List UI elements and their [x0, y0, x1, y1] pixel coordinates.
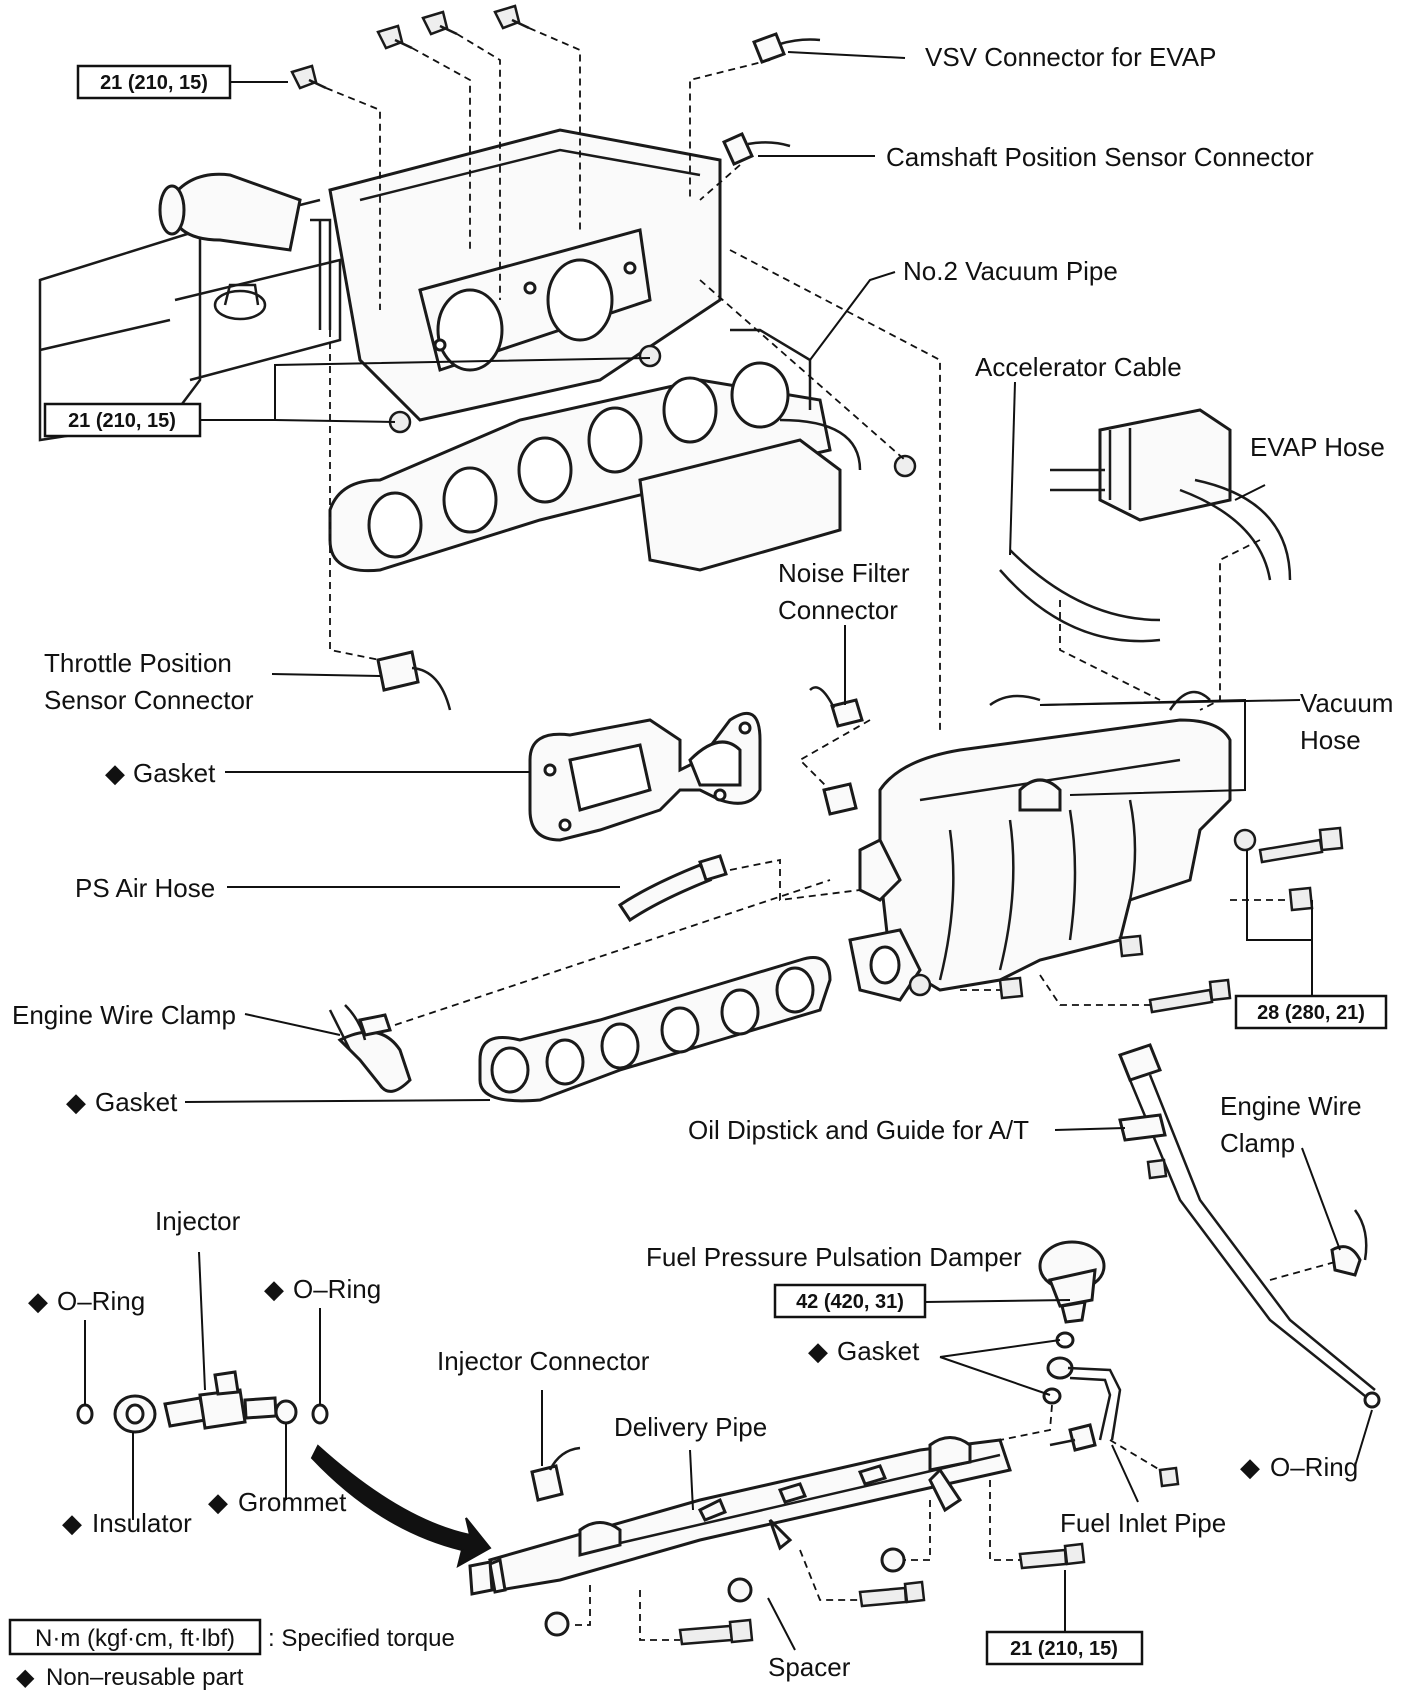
nonreusable-mark: ◆: [105, 758, 125, 788]
fuel-damper-part: [999, 1240, 1180, 1488]
air-intake-chamber: [158, 128, 722, 422]
label-vacuum-hose-line2: Hose: [1300, 725, 1361, 755]
nonreusable-mark: ◆: [1240, 1452, 1260, 1482]
nonreusable-mark: ◆: [264, 1274, 284, 1304]
torque-box-damper: 42 (420, 31): [773, 1283, 927, 1319]
torque-value: 21 (210, 15): [68, 410, 176, 432]
label-throttle-sensor-line1: Throttle Position: [44, 648, 232, 678]
torque-box-right: 28 (280, 21): [1234, 994, 1388, 1030]
noise-filter-connector-part: [798, 686, 871, 816]
label-delivery-pipe: Delivery Pipe: [614, 1412, 767, 1442]
injector-group: [76, 1370, 329, 1434]
assembly-direction-arrow: [310, 1444, 492, 1569]
oil-dipstick-part: [1118, 1043, 1381, 1409]
torque-box-mid-left: 21 (210, 15): [43, 402, 202, 438]
label-engine-wire-clamp-left: Engine Wire Clamp: [12, 1000, 236, 1030]
label-engine-wire-clamp-right-line2: Clamp: [1220, 1128, 1295, 1158]
label-grommet: Grommet: [238, 1487, 347, 1517]
label-ps-air-hose: PS Air Hose: [75, 873, 215, 903]
leader-lines: [84, 51, 1373, 1651]
label-spacer: Spacer: [768, 1652, 851, 1682]
legend-torque-unit: N·m (kgf·cm, ft·lbf): [35, 1625, 235, 1652]
legend: N·m (kgf·cm, ft·lbf) : Specified torque …: [8, 1618, 455, 1691]
label-gasket-upper: Gasket: [133, 758, 216, 788]
label-gasket-lower: Gasket: [95, 1087, 178, 1117]
label-noise-filter-line2: Connector: [778, 595, 898, 625]
label-injector-connector: Injector Connector: [437, 1346, 650, 1376]
camshaft-sensor-connector-part: [722, 132, 791, 166]
throttle-sensor-connector-part: [376, 650, 452, 711]
label-injector: Injector: [155, 1206, 241, 1236]
accelerator-cable-bracket: [999, 408, 1292, 711]
torque-box-bottom: 21 (210, 15): [985, 1630, 1144, 1666]
upper-guides: [325, 27, 941, 730]
vsv-connector-part: [752, 32, 821, 64]
delivery-pipe-part: [468, 1436, 1012, 1596]
legend-torque-desc: : Specified torque: [268, 1625, 455, 1652]
ps-air-hose-part: [617, 854, 861, 923]
engine-wire-clamp-left-part: [328, 879, 831, 1093]
lower-manifold-gasket: [478, 956, 832, 1103]
label-insulator: Insulator: [92, 1508, 192, 1538]
nonreusable-mark: ◆: [28, 1286, 48, 1316]
nonreusable-mark: ◆: [66, 1087, 86, 1117]
label-evap-hose: EVAP Hose: [1250, 432, 1385, 462]
torque-value: 28 (280, 21): [1257, 1002, 1365, 1024]
label-camshaft-sensor: Camshaft Position Sensor Connector: [886, 142, 1314, 172]
upper-manifold-gasket: [328, 361, 832, 573]
torque-value: 21 (210, 15): [100, 72, 208, 94]
label-noise-filter-line1: Noise Filter: [778, 558, 910, 588]
intake-manifold: [848, 690, 1257, 1002]
label-fuel-damper: Fuel Pressure Pulsation Damper: [646, 1242, 1022, 1272]
label-vacuum-hose-line1: Vacuum: [1300, 688, 1393, 718]
torque-value: 42 (420, 31): [796, 1291, 904, 1313]
label-oring-left: O–Ring: [57, 1286, 145, 1316]
label-gasket-fuel: Gasket: [837, 1336, 920, 1366]
label-accelerator-cable: Accelerator Cable: [975, 352, 1182, 382]
lower-chamber-body: [638, 328, 862, 572]
nonreusable-mark: ◆: [208, 1487, 228, 1517]
throttle-body-gasket: [528, 711, 762, 842]
delivery-pipe-fasteners: [544, 1480, 1086, 1646]
torque-value: 21 (210, 15): [1010, 1638, 1118, 1660]
legend-mark: ◆: [16, 1664, 35, 1691]
nonreusable-mark: ◆: [808, 1336, 828, 1366]
label-fuel-inlet-pipe: Fuel Inlet Pipe: [1060, 1508, 1226, 1538]
label-throttle-sensor-line2: Sensor Connector: [44, 685, 254, 715]
label-vsv-connector: VSV Connector for EVAP: [925, 42, 1216, 72]
label-engine-wire-clamp-right-line1: Engine Wire: [1220, 1091, 1362, 1121]
label-vacuum-pipe: No.2 Vacuum Pipe: [903, 256, 1118, 286]
label-oil-dipstick: Oil Dipstick and Guide for A/T: [688, 1115, 1029, 1145]
legend-nonreusable-desc: Non–reusable part: [46, 1664, 244, 1691]
injector-connector-part: [530, 1446, 581, 1502]
label-oring-right: O–Ring: [1270, 1452, 1358, 1482]
label-oring-mid: O–Ring: [293, 1274, 381, 1304]
nonreusable-mark: ◆: [62, 1508, 82, 1538]
manifold-bolts: [960, 826, 1344, 1014]
torque-box-top-left: 21 (210, 15): [76, 64, 232, 100]
